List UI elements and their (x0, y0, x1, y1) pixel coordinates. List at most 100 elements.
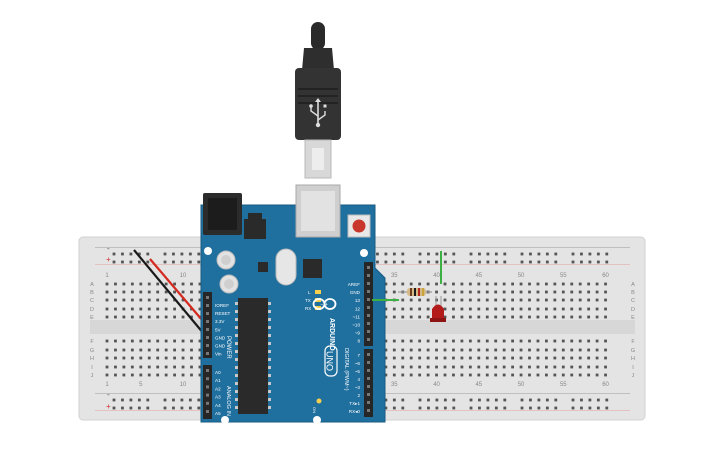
breadboard-hole[interactable] (384, 356, 388, 360)
header-pin[interactable] (367, 401, 370, 404)
breadboard-hole[interactable] (477, 298, 481, 302)
breadboard-hole[interactable] (443, 348, 447, 352)
breadboard-hole[interactable] (392, 373, 396, 377)
arduino-uno-board[interactable]: L TX RX − + ARDUINO UNO DIGITAL (PWM~) P… (200, 184, 386, 424)
rail-hole[interactable] (197, 406, 201, 410)
breadboard-hole[interactable] (156, 348, 160, 352)
breadboard-hole[interactable] (122, 373, 126, 377)
breadboard-hole[interactable] (494, 365, 498, 369)
header-pin[interactable] (367, 282, 370, 285)
usb-cable[interactable] (295, 22, 341, 179)
breadboard-hole[interactable] (409, 282, 413, 286)
rail-hole[interactable] (486, 406, 490, 410)
rail-hole[interactable] (197, 260, 201, 264)
analog-header[interactable] (203, 365, 212, 419)
breadboard-hole[interactable] (561, 373, 565, 377)
breadboard-hole[interactable] (426, 373, 430, 377)
breadboard-hole[interactable] (409, 373, 413, 377)
rail-hole[interactable] (494, 252, 498, 256)
breadboard-hole[interactable] (181, 290, 185, 294)
rail-hole[interactable] (545, 252, 549, 256)
breadboard-hole[interactable] (181, 298, 185, 302)
breadboard-hole[interactable] (528, 339, 531, 343)
breadboard-hole[interactable] (392, 339, 396, 343)
breadboard-hole[interactable] (130, 315, 134, 319)
breadboard-hole[interactable] (181, 339, 185, 343)
header-pin[interactable] (367, 369, 370, 372)
breadboard-hole[interactable] (595, 282, 599, 286)
rail-hole[interactable] (392, 406, 396, 410)
breadboard-hole[interactable] (553, 348, 557, 352)
rail-hole[interactable] (443, 252, 447, 256)
breadboard-hole[interactable] (392, 315, 396, 319)
rail-hole[interactable] (392, 252, 396, 256)
header-pin[interactable] (367, 409, 370, 412)
rail-hole[interactable] (452, 260, 456, 264)
breadboard-hole[interactable] (502, 298, 506, 302)
breadboard-hole[interactable] (122, 365, 126, 369)
breadboard-hole[interactable] (485, 290, 489, 294)
breadboard-hole[interactable] (435, 348, 438, 352)
breadboard-hole[interactable] (190, 339, 193, 343)
breadboard-hole[interactable] (173, 348, 176, 352)
breadboard-hole[interactable] (147, 282, 151, 286)
breadboard-hole[interactable] (570, 339, 574, 343)
breadboard-hole[interactable] (485, 373, 489, 377)
breadboard-hole[interactable] (181, 373, 185, 377)
breadboard-hole[interactable] (130, 298, 134, 302)
breadboard-hole[interactable] (595, 315, 599, 319)
breadboard-hole[interactable] (452, 339, 455, 343)
breadboard-hole[interactable] (384, 282, 388, 286)
breadboard-hole[interactable] (528, 348, 531, 352)
rail-hole[interactable] (392, 260, 396, 264)
rail-hole[interactable] (392, 398, 396, 402)
rail-hole[interactable] (401, 252, 405, 256)
breadboard-hole[interactable] (604, 307, 607, 311)
breadboard-hole[interactable] (536, 339, 540, 343)
rail-hole[interactable] (554, 260, 558, 264)
header-pin[interactable] (367, 322, 370, 325)
header-pin[interactable] (367, 274, 370, 277)
breadboard-hole[interactable] (409, 356, 413, 360)
breadboard-hole[interactable] (604, 282, 607, 286)
breadboard-hole[interactable] (426, 348, 430, 352)
breadboard-hole[interactable] (570, 290, 574, 294)
breadboard-hole[interactable] (460, 339, 464, 343)
breadboard-hole[interactable] (173, 290, 176, 294)
breadboard-hole[interactable] (528, 365, 531, 369)
breadboard-hole[interactable] (494, 348, 498, 352)
rail-hole[interactable] (163, 406, 167, 410)
breadboard-hole[interactable] (460, 365, 464, 369)
breadboard-hole[interactable] (156, 339, 160, 343)
breadboard-hole[interactable] (595, 339, 599, 343)
breadboard-hole[interactable] (452, 307, 455, 311)
header-pin[interactable] (367, 330, 370, 333)
breadboard-hole[interactable] (578, 315, 582, 319)
breadboard-hole[interactable] (130, 307, 134, 311)
breadboard-hole[interactable] (156, 290, 160, 294)
breadboard-hole[interactable] (114, 290, 117, 294)
breadboard-hole[interactable] (401, 356, 405, 360)
rail-hole[interactable] (588, 260, 592, 264)
breadboard-hole[interactable] (587, 365, 591, 369)
breadboard-hole[interactable] (452, 282, 455, 286)
rail-hole[interactable] (554, 252, 558, 256)
rail-hole[interactable] (537, 252, 541, 256)
breadboard-hole[interactable] (545, 356, 548, 360)
breadboard-hole[interactable] (198, 348, 202, 352)
breadboard-hole[interactable] (181, 348, 185, 352)
breadboard-hole[interactable] (468, 339, 472, 343)
breadboard-hole[interactable] (604, 348, 607, 352)
breadboard-hole[interactable] (468, 356, 472, 360)
breadboard-hole[interactable] (604, 356, 607, 360)
breadboard-hole[interactable] (519, 348, 523, 352)
breadboard-hole[interactable] (536, 298, 540, 302)
breadboard-hole[interactable] (502, 339, 506, 343)
breadboard-hole[interactable] (418, 307, 422, 311)
rail-hole[interactable] (180, 406, 184, 410)
breadboard-hole[interactable] (198, 298, 202, 302)
breadboard-hole[interactable] (494, 282, 498, 286)
rail-hole[interactable] (596, 406, 600, 410)
breadboard-hole[interactable] (443, 298, 447, 302)
rail-hole[interactable] (376, 252, 379, 256)
